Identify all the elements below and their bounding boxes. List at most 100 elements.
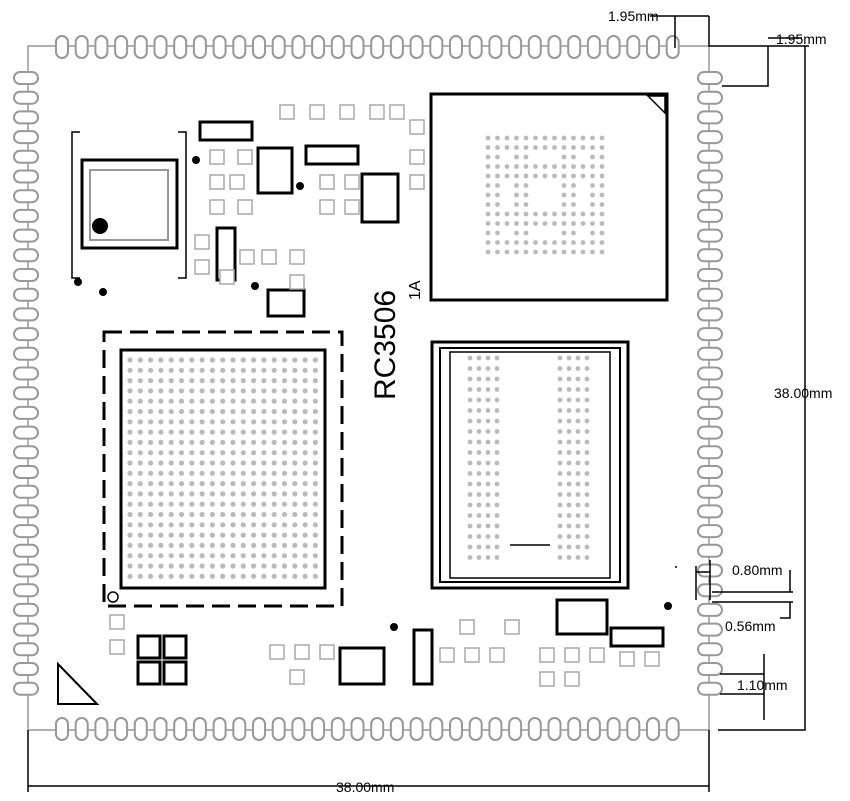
ball	[158, 429, 164, 435]
ball	[230, 378, 236, 384]
ball	[557, 397, 563, 403]
ball	[251, 563, 257, 569]
pad-bottom	[665, 717, 680, 741]
ball	[523, 221, 529, 226]
ball	[137, 481, 143, 487]
ball	[251, 408, 257, 415]
pad-right	[697, 622, 723, 637]
ball	[230, 357, 236, 363]
ball	[302, 481, 308, 487]
pad-top	[389, 35, 404, 59]
ball	[599, 164, 605, 169]
ball	[561, 221, 567, 226]
ball	[148, 491, 154, 497]
ball	[137, 491, 143, 497]
components	[57, 92, 672, 705]
ball	[189, 367, 195, 373]
passive-pad	[209, 174, 225, 190]
pad-top	[646, 35, 660, 59]
ball	[127, 511, 133, 518]
pad-right	[697, 602, 723, 617]
ball	[467, 418, 473, 424]
ball	[523, 230, 529, 236]
ball	[199, 388, 205, 394]
ball	[158, 408, 164, 415]
ball	[209, 439, 215, 445]
ball	[148, 460, 154, 466]
ball	[584, 408, 590, 413]
ball	[158, 419, 164, 425]
ball	[584, 492, 590, 497]
ball	[514, 192, 519, 198]
pad-left	[13, 465, 39, 479]
pad-right	[697, 425, 723, 440]
ball	[230, 491, 236, 497]
ball	[240, 532, 246, 538]
ball	[168, 470, 174, 476]
passive-pad	[319, 644, 335, 660]
ball	[292, 481, 298, 487]
ball	[590, 154, 595, 160]
ball	[599, 230, 605, 236]
ball	[584, 544, 590, 550]
ball	[590, 221, 595, 226]
ball	[584, 376, 590, 382]
ball	[494, 366, 500, 371]
passive-pad	[539, 671, 555, 687]
ball	[251, 573, 257, 579]
pad-bottom	[311, 717, 326, 741]
ball	[251, 481, 257, 487]
ball	[575, 366, 581, 371]
ball	[240, 573, 246, 579]
ball	[271, 573, 277, 579]
passive-pad	[209, 149, 225, 165]
pad-top	[212, 35, 227, 59]
passive-pads	[109, 104, 660, 687]
pad-top	[626, 35, 641, 59]
ball	[251, 460, 257, 466]
ball	[199, 522, 205, 528]
passive-pad	[564, 671, 580, 687]
ball	[158, 573, 164, 579]
ball	[494, 376, 500, 382]
pad-bottom	[468, 717, 483, 741]
ball	[584, 355, 590, 361]
ball	[523, 211, 529, 217]
pad-right	[697, 405, 723, 420]
ball	[158, 367, 164, 373]
ball	[302, 542, 308, 549]
ball	[495, 202, 500, 207]
ball	[566, 555, 572, 560]
ball	[261, 522, 267, 528]
ball	[178, 532, 185, 538]
ball	[199, 491, 205, 497]
ball	[566, 471, 572, 476]
ball	[281, 408, 288, 415]
pad-top	[192, 35, 207, 59]
ball	[575, 418, 581, 424]
pad-left	[13, 445, 39, 460]
ball	[312, 398, 318, 404]
ball	[566, 534, 572, 539]
ball	[494, 513, 500, 518]
passive-pad	[194, 234, 210, 250]
ball	[199, 470, 205, 476]
pad-top	[586, 35, 601, 59]
ball	[230, 481, 236, 487]
pad-left	[13, 386, 39, 401]
passive-pad	[209, 199, 225, 215]
ball	[302, 398, 308, 404]
ball	[494, 450, 500, 455]
ball	[220, 511, 226, 518]
ball	[292, 408, 298, 415]
ball	[533, 211, 538, 217]
ball	[523, 192, 529, 198]
ball	[575, 450, 581, 455]
ball	[514, 249, 519, 255]
pad-left	[13, 90, 39, 105]
ball	[495, 211, 500, 217]
edge-pads	[13, 35, 723, 741]
ball	[281, 357, 288, 363]
ball	[599, 211, 605, 217]
